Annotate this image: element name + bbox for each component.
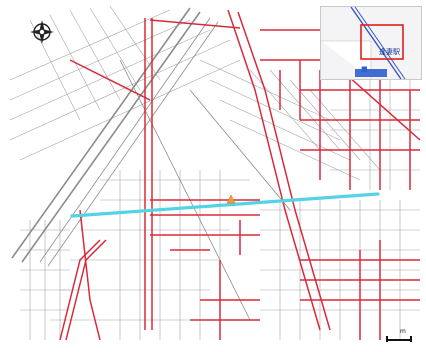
compass-icon (30, 20, 54, 44)
inset-blue-marker-label: ■ (361, 65, 368, 73)
highlighted-route (70, 192, 380, 218)
scale-bar: m (386, 328, 414, 344)
inset-map: 逢妻駅 ■ (320, 6, 422, 80)
location-pin-icon (226, 194, 236, 204)
diagonal-road (119, 59, 291, 321)
scale-label: m (400, 328, 406, 335)
red-roads (59, 9, 421, 341)
railway (11, 7, 219, 267)
inset-station-label: 逢妻駅 (379, 48, 400, 56)
scale-line (386, 336, 412, 342)
